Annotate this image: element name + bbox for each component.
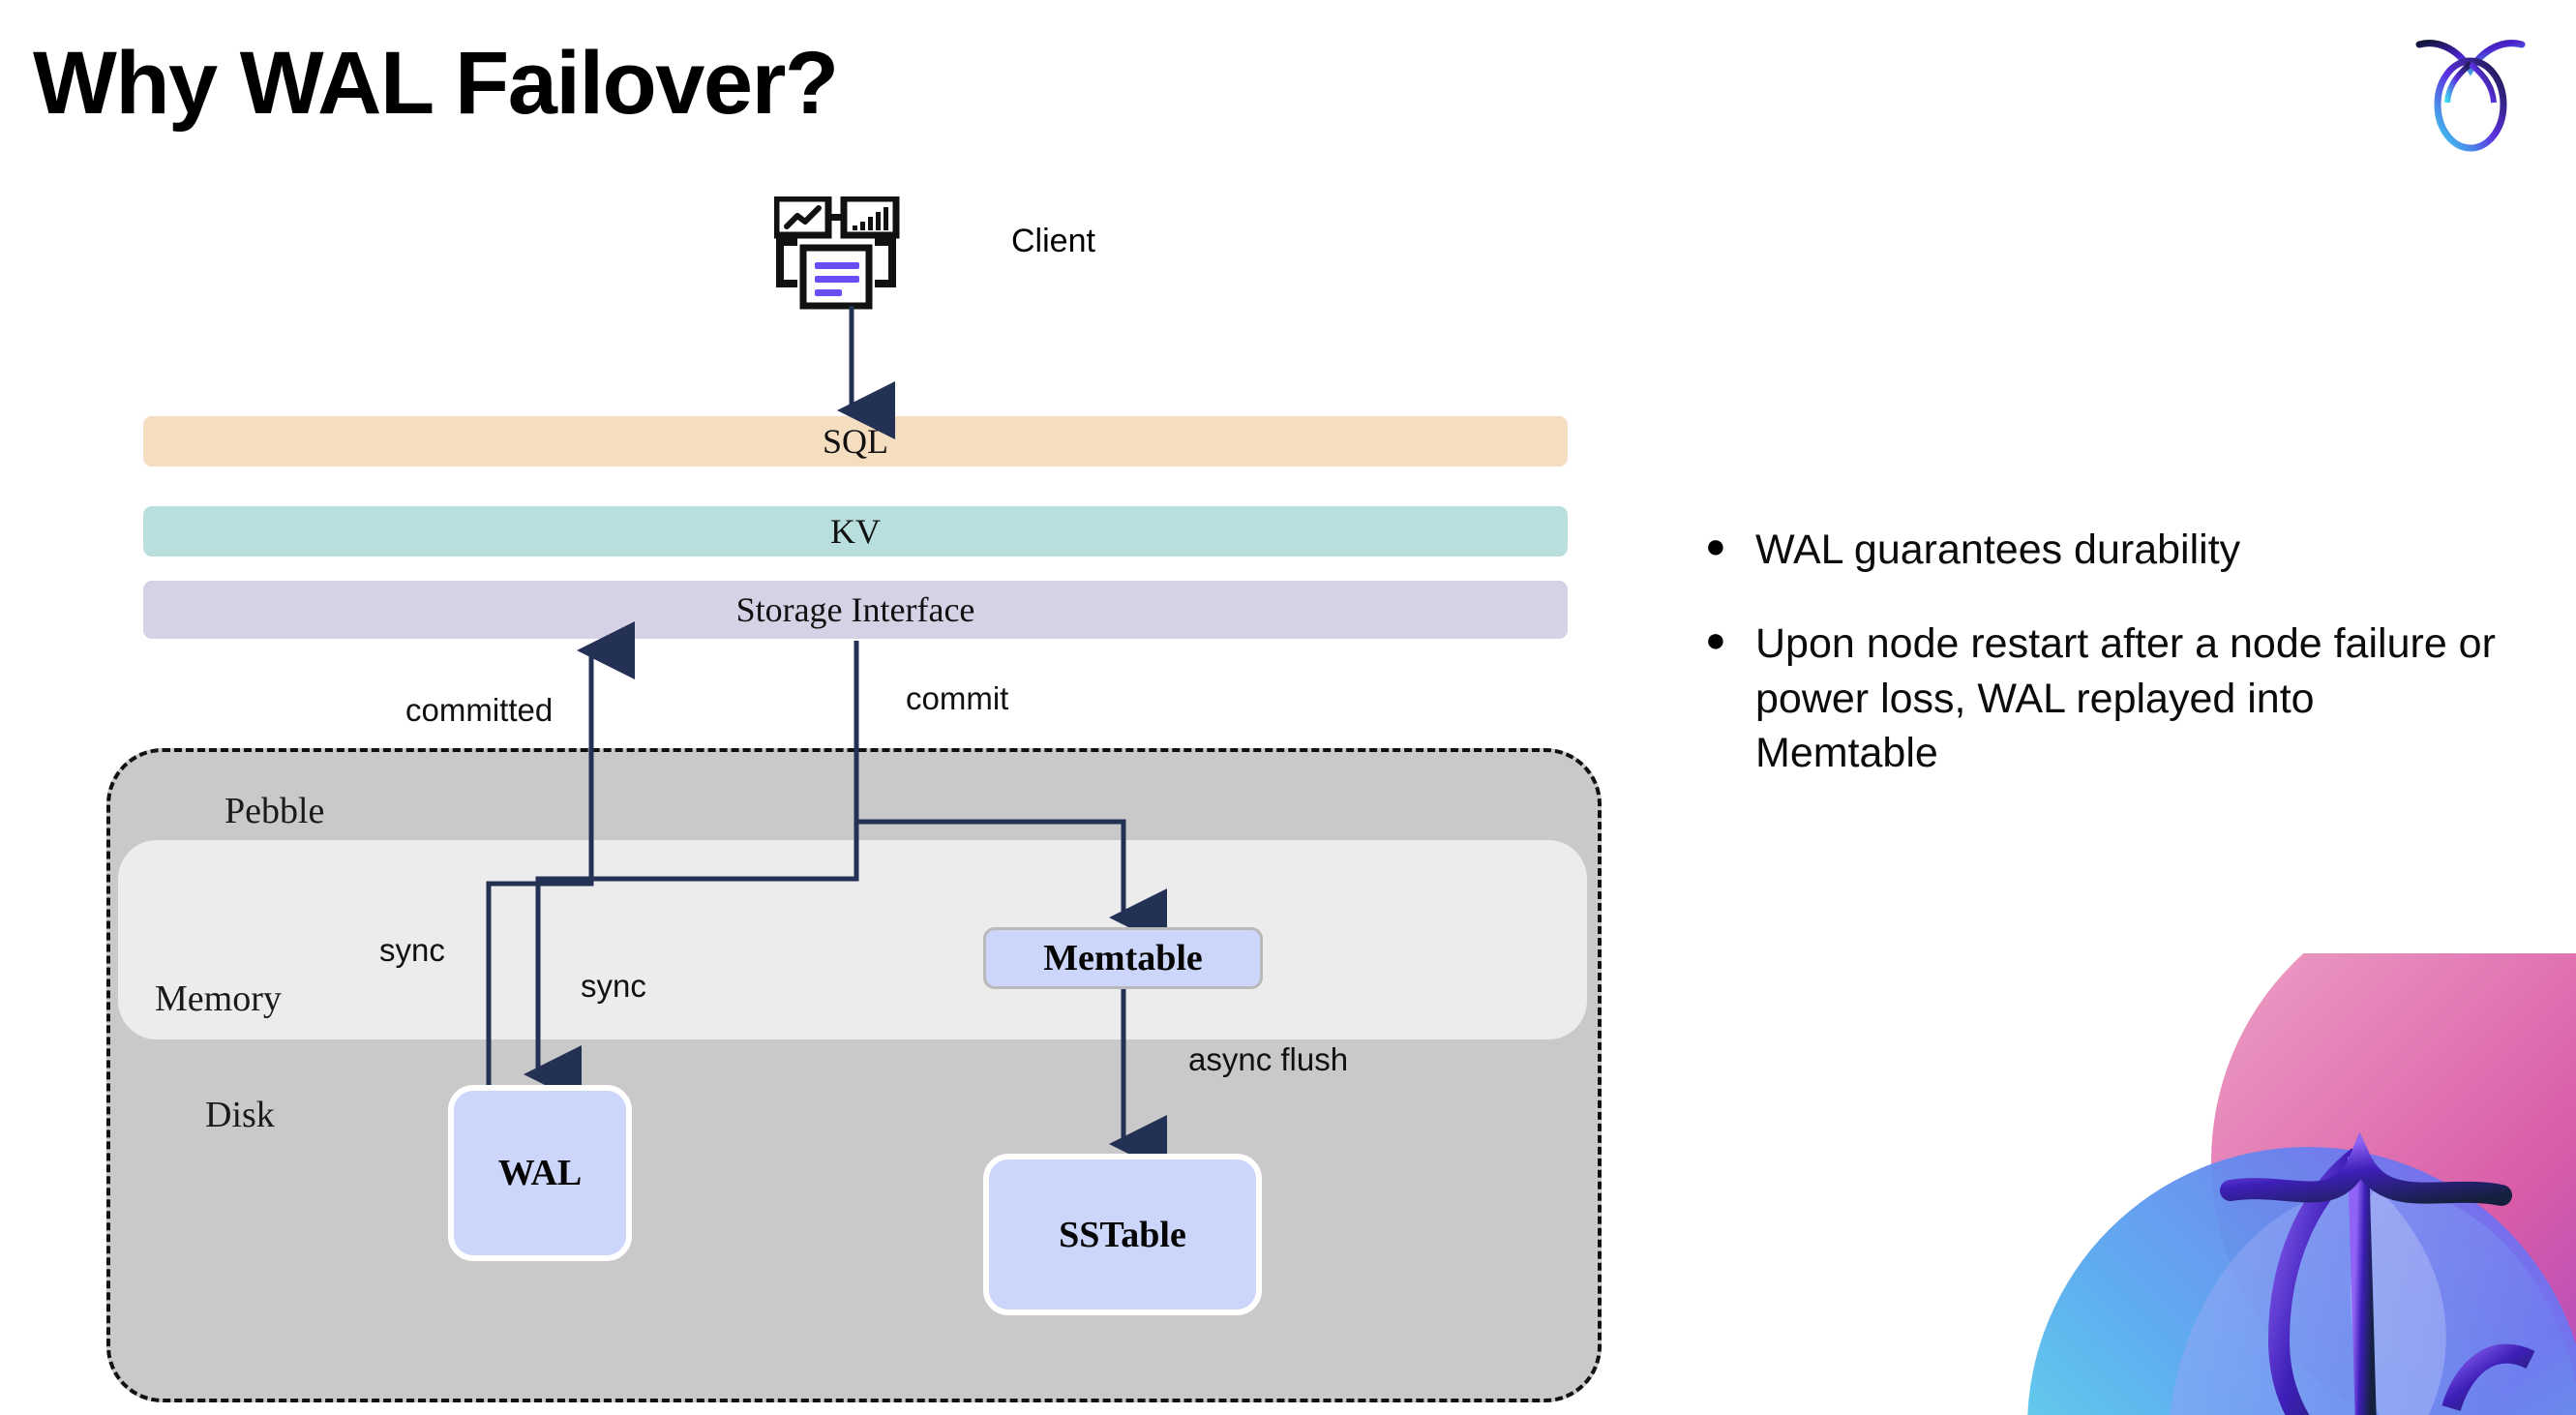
list-item: ● WAL guarantees durability	[1701, 523, 2504, 578]
edge-label-async-flush: async flush	[1188, 1041, 1349, 1077]
page-title: Why WAL Failover?	[33, 34, 839, 133]
node-sstable[interactable]: SSTable	[983, 1154, 1262, 1315]
edge-label-sync-right: sync	[581, 968, 646, 1004]
memory-label: Memory	[155, 978, 282, 1019]
edge-label-sync-left: sync	[379, 932, 445, 968]
client-label: Client	[1011, 223, 1095, 259]
bullet-text: Upon node restart after a node failure o…	[1755, 619, 2496, 777]
list-item: ● Upon node restart after a node failure…	[1701, 617, 2504, 781]
disk-label: Disk	[205, 1095, 275, 1135]
edge-label-committed: committed	[405, 692, 554, 728]
cockroach-logo-icon	[2408, 27, 2533, 153]
bullet-list: ● WAL guarantees durability ● Upon node …	[1701, 523, 2504, 820]
edge-label-commit: commit	[906, 680, 1009, 716]
layer-bar-storage-interface[interactable]: Storage Interface	[143, 581, 1568, 639]
cockroach-watermark-icon	[1989, 953, 2576, 1415]
bullet-marker-icon: ●	[1705, 526, 1726, 565]
layer-bar-kv[interactable]: KV	[143, 506, 1568, 557]
layer-bar-sql[interactable]: SQL	[143, 416, 1568, 467]
bullet-text: WAL guarantees durability	[1755, 527, 2241, 573]
memory-region	[118, 840, 1587, 1039]
pebble-label: Pebble	[225, 791, 325, 831]
node-wal[interactable]: WAL	[448, 1085, 632, 1261]
node-memtable[interactable]: Memtable	[983, 927, 1263, 989]
bullet-marker-icon: ●	[1705, 618, 1726, 659]
client-monitor-icon	[772, 195, 929, 311]
